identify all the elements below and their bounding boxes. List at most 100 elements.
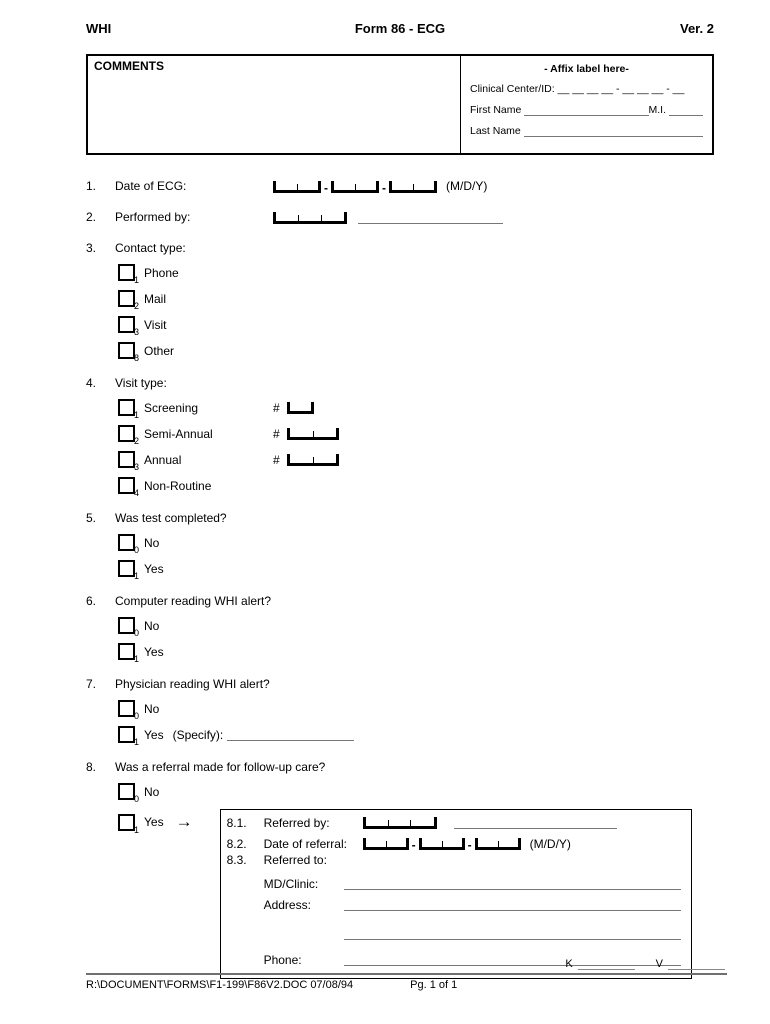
checkbox-visit[interactable]: 3 — [118, 316, 139, 337]
checkbox-code: 1 — [134, 410, 140, 420]
address-label: Address: — [263, 898, 311, 912]
option-annual: 3 Annual # — [118, 451, 714, 472]
sub-question-label: Date of referral: — [263, 837, 347, 851]
checkbox-code: 0 — [134, 711, 140, 721]
question-8: 8. Was a referral made for follow-up car… — [86, 760, 714, 979]
referred-by-id-box[interactable] — [362, 817, 437, 829]
comments-field[interactable]: COMMENTS — [88, 56, 460, 153]
checkbox-box[interactable] — [118, 534, 135, 551]
checkbox-phone[interactable]: 1 — [118, 264, 139, 285]
checkbox-code: 0 — [134, 628, 140, 638]
checkbox-yes[interactable]: 1 — [118, 643, 139, 664]
checkbox-semi-annual[interactable]: 2 — [118, 425, 139, 446]
referred-by-name-field[interactable] — [453, 817, 617, 829]
checkbox-box[interactable] — [118, 700, 135, 717]
checkbox-box[interactable] — [118, 477, 135, 494]
checkbox-box[interactable] — [118, 264, 135, 281]
md-clinic-row: MD/Clinic: — [264, 877, 681, 891]
question-4-header: 4. Visit type: — [86, 376, 714, 390]
number-sign: # — [273, 426, 280, 441]
checkbox-screening[interactable]: 1 — [118, 399, 139, 420]
question-2: 2. Performed by: — [86, 210, 714, 224]
option-no: 0 No — [118, 617, 714, 638]
performed-by-name-field[interactable] — [358, 212, 503, 224]
option-no: 0 No — [118, 700, 714, 721]
checkbox-no[interactable]: 0 — [118, 700, 139, 721]
checkbox-no[interactable]: 0 — [118, 617, 139, 638]
specify-field[interactable] — [227, 729, 355, 741]
checkbox-code: 4 — [134, 488, 140, 498]
checkbox-yes[interactable]: 1 — [118, 726, 139, 747]
date-month-box[interactable] — [362, 838, 409, 850]
last-name-label: Last Name — [470, 125, 521, 137]
option-label: Visit — [144, 317, 167, 332]
mi-label: M.I. — [648, 104, 667, 116]
screening-number-box[interactable] — [286, 401, 314, 414]
affix-title: - Affix label here- — [544, 63, 629, 75]
checkbox-code: 2 — [134, 301, 140, 311]
checkbox-box[interactable] — [118, 399, 135, 416]
clinical-center-label: Clinical Center/ID: — [470, 83, 555, 95]
question-8-header: 8. Was a referral made for follow-up car… — [86, 760, 714, 774]
checkbox-yes[interactable]: 1 — [118, 814, 139, 835]
semi-annual-number-box[interactable] — [286, 427, 339, 440]
address-field-line1[interactable] — [343, 899, 681, 911]
date-year-box[interactable] — [474, 838, 521, 850]
number-sign: # — [273, 452, 280, 467]
checkbox-other[interactable]: 8 — [118, 342, 139, 363]
checkbox-box[interactable] — [118, 783, 135, 800]
question-label: Was test completed? — [115, 511, 227, 525]
question-6: 6. Computer reading WHI alert? 0 No 1 Ye… — [86, 594, 714, 664]
performed-by-id-box[interactable] — [273, 212, 347, 224]
checkbox-box[interactable] — [118, 290, 135, 307]
phone-label: Phone: — [263, 953, 302, 967]
date-year-box[interactable] — [389, 181, 437, 193]
checkbox-no[interactable]: 0 — [118, 534, 139, 555]
checkbox-box[interactable] — [118, 814, 135, 831]
md-clinic-field[interactable] — [343, 878, 681, 890]
annual-number-box[interactable] — [286, 453, 339, 466]
checkbox-non-routine[interactable]: 4 — [118, 477, 139, 498]
checkbox-code: 1 — [134, 825, 140, 835]
checkbox-box[interactable] — [118, 425, 135, 442]
checkbox-box[interactable] — [118, 451, 135, 468]
mi-field[interactable] — [669, 104, 703, 116]
footer-text-row: R:\DOCUMENT\FORMS\F1-199\F86V2.DOC 07/08… — [86, 979, 727, 991]
question-5-header: 5. Was test completed? — [86, 511, 714, 525]
checkbox-box[interactable] — [118, 560, 135, 577]
address-row: Address: — [264, 898, 681, 912]
last-name-field[interactable] — [523, 125, 703, 137]
checkbox-box[interactable] — [118, 316, 135, 333]
question-number: 7. — [86, 677, 97, 691]
checkbox-yes[interactable]: 1 — [118, 560, 139, 581]
form-version: Ver. 2 — [680, 21, 714, 36]
k-field[interactable] — [577, 958, 635, 970]
md-clinic-label: MD/Clinic: — [263, 877, 319, 891]
option-label: Semi-Annual — [144, 426, 213, 441]
question-number: 1. — [86, 179, 97, 193]
phone-field[interactable] — [343, 954, 681, 966]
checkbox-code: 3 — [134, 327, 140, 337]
question-number: 3. — [86, 241, 97, 255]
first-name-field[interactable] — [524, 104, 649, 116]
question-label: Was a referral made for follow-up care? — [115, 760, 326, 774]
date-day-box[interactable] — [331, 181, 379, 193]
clinical-center-id-field[interactable]: __ __ __ __ - __ __ __ - __ — [557, 83, 685, 95]
question-label: Performed by: — [115, 210, 191, 224]
number-sign: # — [273, 400, 280, 415]
option-other: 8 Other — [118, 342, 714, 363]
question-label: Physician reading WHI alert? — [115, 677, 270, 691]
checkbox-annual[interactable]: 3 — [118, 451, 139, 472]
checkbox-box[interactable] — [118, 342, 135, 359]
address-field-line2[interactable] — [343, 928, 681, 940]
date-day-box[interactable] — [418, 838, 465, 850]
v-field[interactable] — [668, 958, 725, 970]
checkbox-box[interactable] — [118, 617, 135, 634]
date-month-box[interactable] — [273, 181, 321, 193]
checkbox-no[interactable]: 0 — [118, 783, 139, 804]
checkbox-box[interactable] — [118, 643, 135, 660]
checkbox-mail[interactable]: 2 — [118, 290, 139, 311]
checkbox-box[interactable] — [118, 726, 135, 743]
option-label: Yes — [144, 561, 164, 576]
arrow-right-icon: → — [175, 812, 193, 831]
